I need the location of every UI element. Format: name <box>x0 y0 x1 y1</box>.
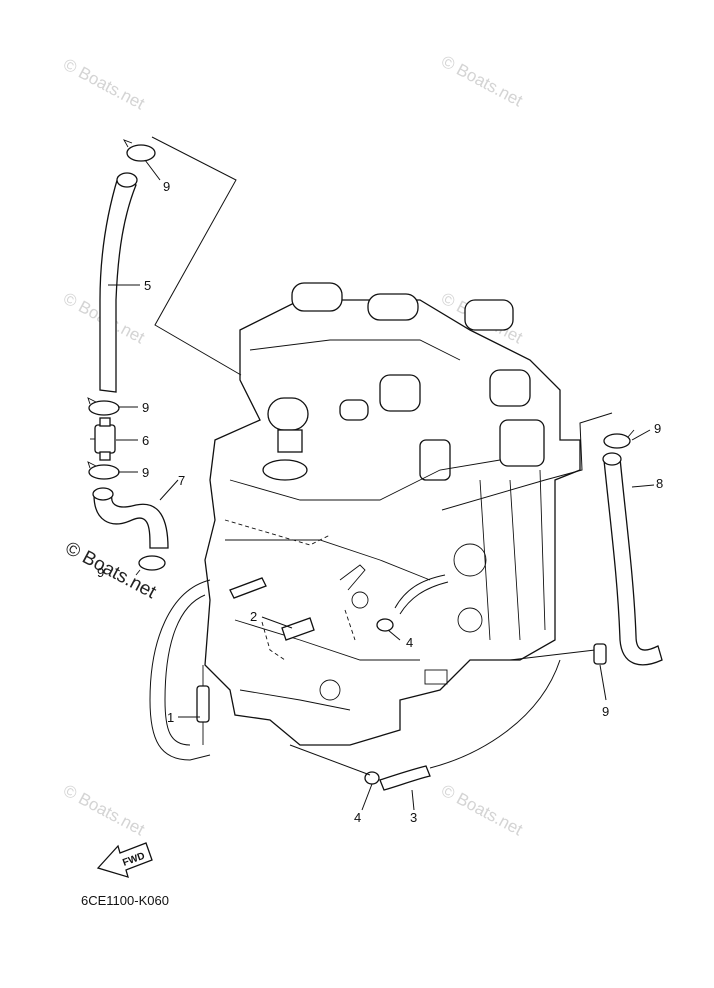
clamp-part-9-c <box>135 555 166 576</box>
engine-block <box>204 282 581 746</box>
joint-part-6 <box>90 417 116 461</box>
watermark: © Boats.net <box>60 55 148 114</box>
callout-4: 4 <box>406 635 413 650</box>
hose-part-7 <box>92 487 169 549</box>
fwd-arrow-icon: FWD <box>96 842 153 878</box>
callout-5: 5 <box>144 278 151 293</box>
callout-3: 3 <box>410 810 417 825</box>
hose-part-8 <box>602 452 663 666</box>
watermark: © Boats.net <box>438 52 526 111</box>
watermark: © Boats.net <box>438 781 526 840</box>
callout-9: 9 <box>163 179 170 194</box>
clamp-part-9-e <box>593 643 607 665</box>
callout-2: 2 <box>250 609 257 624</box>
hose-part-2 <box>229 564 366 641</box>
callout-7: 7 <box>178 473 185 488</box>
clamp-part-9-a <box>87 397 120 416</box>
callout-9: 9 <box>142 465 149 480</box>
callout-4: 4 <box>354 810 361 825</box>
diagram-code: 6CE1100-K060 <box>81 893 169 908</box>
leader-box-upper <box>151 136 242 376</box>
callouts: 9 5 9 6 9 7 9 2 4 1 9 8 9 4 3 <box>97 179 663 825</box>
clamp-part-9-top <box>122 139 156 162</box>
watermark: © Boats.net <box>60 781 148 840</box>
callout-9: 9 <box>654 421 661 436</box>
callout-9: 9 <box>142 400 149 415</box>
hose-part-3 <box>379 765 431 791</box>
callout-9: 9 <box>602 704 609 719</box>
hose-part-5 <box>99 172 138 393</box>
callout-leaders <box>108 159 655 811</box>
leader-box-right <box>441 412 613 511</box>
clamp-part-9-d <box>603 429 635 449</box>
hose-part-1 <box>149 579 211 761</box>
clamp-part-9-b <box>87 461 120 480</box>
callout-1: 1 <box>167 710 174 725</box>
callout-6: 6 <box>142 433 149 448</box>
callout-9: 9 <box>97 565 104 580</box>
watermark-dark: © Boats.net <box>62 538 160 604</box>
clamp-part-4-a <box>376 618 394 632</box>
callout-8: 8 <box>656 476 663 491</box>
